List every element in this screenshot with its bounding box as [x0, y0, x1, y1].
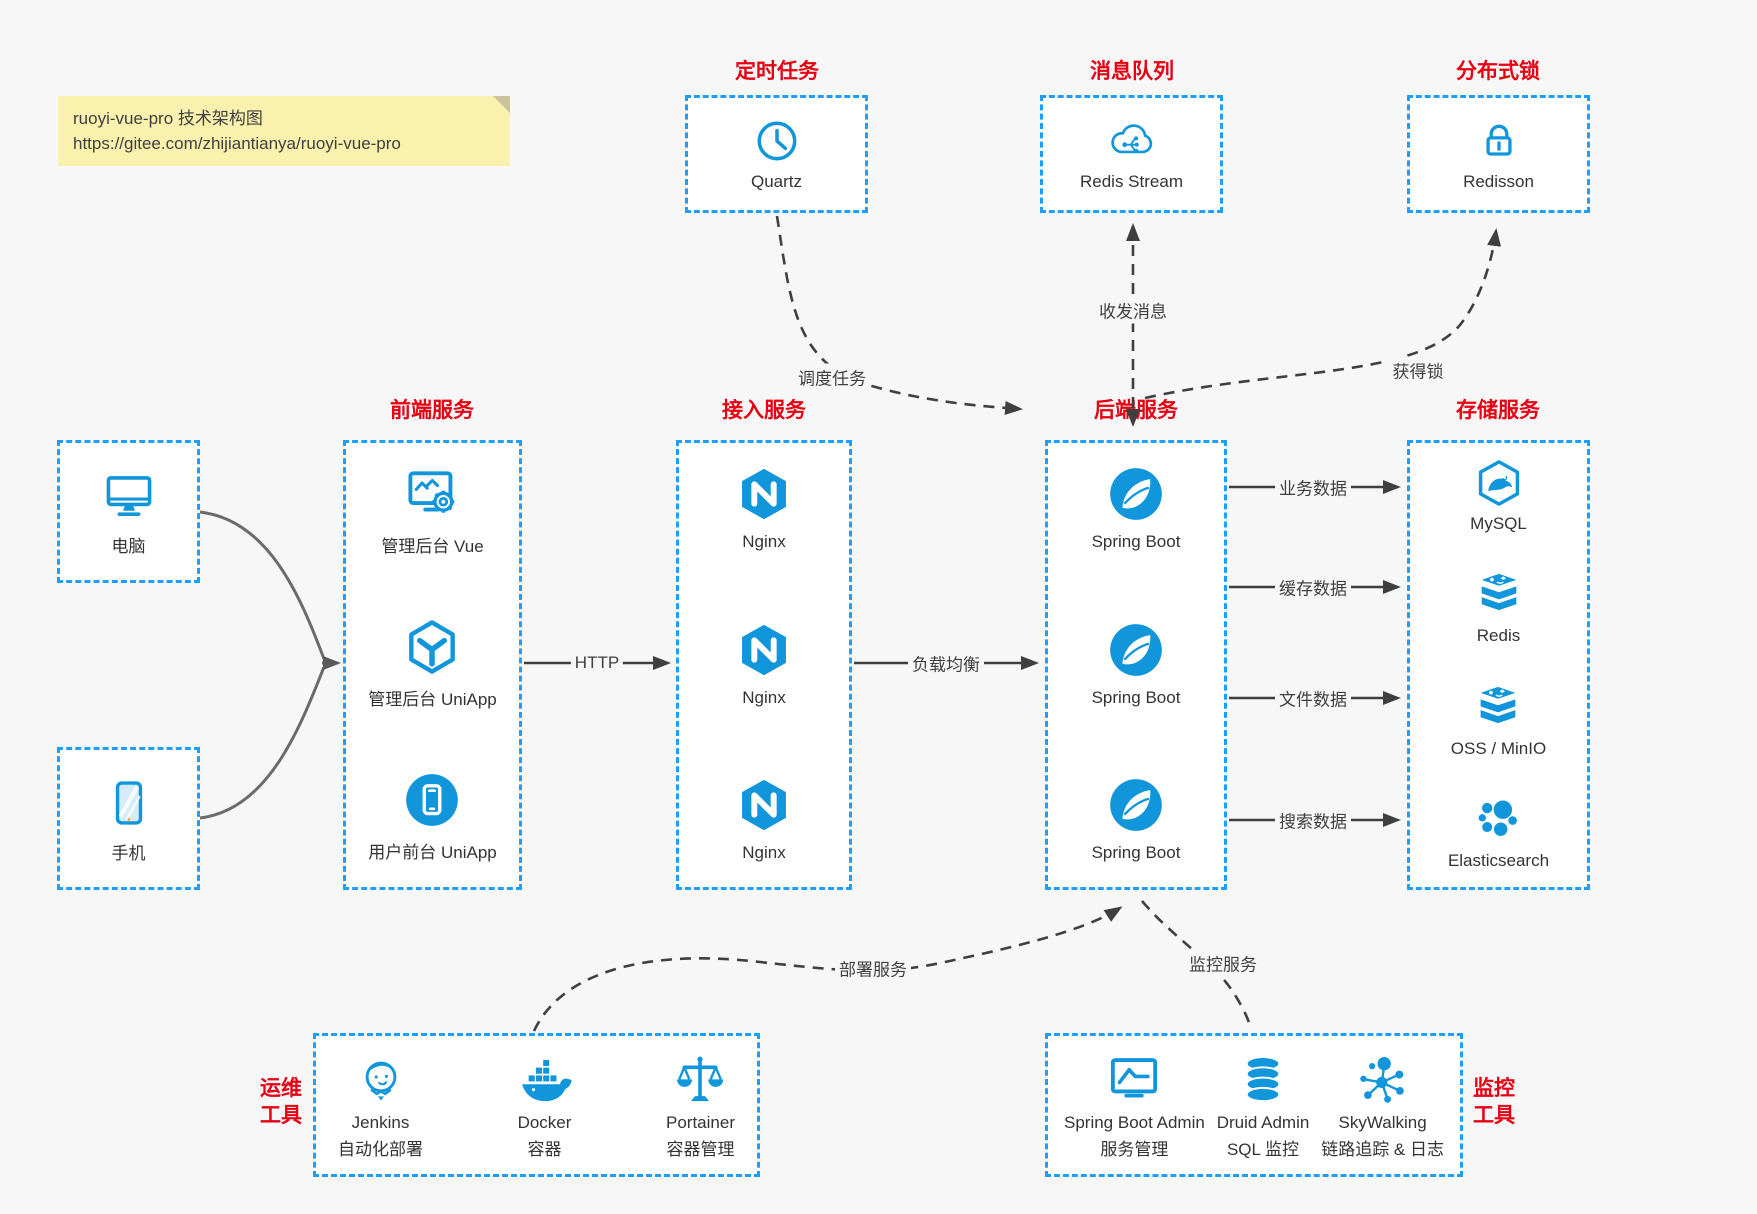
- edge-label-load-balance: 负载均衡: [908, 649, 984, 677]
- edge-label-deploy: 部署服务: [835, 954, 911, 982]
- node-spring-boot-2: Spring Boot: [1092, 619, 1180, 708]
- box-message-queue: Redis Stream: [1040, 95, 1223, 213]
- edge-acquire-lock: [1144, 228, 1502, 400]
- group-title-ops-tools: 运维 工具: [260, 1077, 302, 1127]
- group-title-scheduled-tasks: 定时任务: [735, 60, 819, 83]
- box-scheduled-tasks: Quartz: [685, 95, 868, 213]
- box-access-services: Nginx Nginx Nginx: [676, 440, 852, 890]
- edge-label-schedule: 调度任务: [794, 363, 870, 391]
- edge-monitor-services: [1141, 900, 1253, 1030]
- note-fold-corner: [493, 96, 510, 113]
- node-label: Redis Stream: [1080, 172, 1183, 191]
- edge-label-http: HTTP: [570, 652, 624, 674]
- node-label: 电脑: [111, 536, 146, 556]
- group-title-storage: 存储服务: [1456, 399, 1540, 422]
- edge-label-lock: 获得锁: [1388, 356, 1448, 384]
- group-title-distributed-lock: 分布式锁: [1456, 60, 1540, 83]
- node-spring-boot-admin: Spring Boot Admin 服务管理: [1064, 1051, 1205, 1160]
- box-monitor-tools: Spring Boot Admin 服务管理 Druid Admin SQL 监…: [1045, 1033, 1463, 1177]
- edge-label-business-data: 业务数据: [1275, 473, 1351, 501]
- edge-label-cache-data: 缓存数据: [1275, 573, 1351, 601]
- node-mysql: MySQL: [1470, 457, 1527, 534]
- edge-mobile-to-frontend: [199, 666, 326, 820]
- node-jenkins: Jenkins 自动化部署: [338, 1051, 423, 1160]
- node-spring-boot-1: Spring Boot: [1092, 463, 1180, 552]
- node-nginx-1: Nginx: [733, 463, 795, 552]
- node-admin-uniapp: 管理后台 UniApp: [368, 616, 497, 710]
- node-oss-minio: OSS / MinIO: [1451, 682, 1546, 759]
- box-distributed-lock: Redisson: [1407, 95, 1590, 213]
- node-portainer: Portainer 容器管理: [666, 1051, 735, 1160]
- edge-label-search-data: 搜索数据: [1275, 806, 1351, 834]
- box-ops-tools: Jenkins 自动化部署 Docker 容器 Portainer 容器管理: [313, 1033, 760, 1177]
- edge-label-file-data: 文件数据: [1275, 684, 1351, 712]
- group-title-access: 接入服务: [722, 399, 806, 422]
- node-nginx-2: Nginx: [733, 619, 795, 708]
- note-title: ruoyi-vue-pro 技术架构图: [73, 109, 263, 128]
- node-elasticsearch: Elasticsearch: [1448, 794, 1549, 871]
- edge-label-monitor: 监控服务: [1185, 949, 1261, 977]
- node-docker: Docker 容器: [516, 1051, 574, 1160]
- node-skywalking: SkyWalking 链路追踪 & 日志: [1321, 1051, 1444, 1160]
- edge-deploy-services: [532, 906, 1123, 1032]
- sticky-note: ruoyi-vue-pro 技术架构图 https://gitee.com/zh…: [58, 96, 510, 166]
- node-label: Quartz: [750, 172, 803, 191]
- node-label: 手机: [111, 843, 146, 863]
- node-label: Redisson: [1463, 172, 1534, 191]
- node-druid-admin: Druid Admin SQL 监控: [1217, 1051, 1309, 1160]
- box-pc-client: 电脑: [57, 440, 200, 583]
- note-url: https://gitee.com/zhijiantianya/ruoyi-vu…: [73, 134, 401, 153]
- box-backend-services: Spring Boot Spring Boot Spring Boot: [1045, 440, 1227, 890]
- node-admin-vue: 管理后台 Vue: [381, 463, 484, 557]
- edge-label-message: 收发消息: [1095, 296, 1171, 324]
- node-user-uniapp: 用户前台 UniApp: [368, 769, 497, 863]
- box-storage-services: MySQL Redis OSS / MinIO Elasticsearch: [1407, 440, 1590, 890]
- box-mobile-client: 手机: [57, 747, 200, 890]
- group-title-monitor-tools: 监控 工具: [1473, 1077, 1515, 1127]
- edge-pc-to-frontend: [199, 510, 326, 660]
- group-title-frontend: 前端服务: [390, 399, 474, 422]
- node-nginx-3: Nginx: [733, 774, 795, 863]
- node-redis: Redis: [1473, 569, 1525, 646]
- group-title-message-queue: 消息队列: [1090, 60, 1174, 83]
- box-frontend-services: 管理后台 Vue 管理后台 UniApp 用户前台 UniApp: [343, 440, 522, 890]
- node-spring-boot-3: Spring Boot: [1092, 774, 1180, 863]
